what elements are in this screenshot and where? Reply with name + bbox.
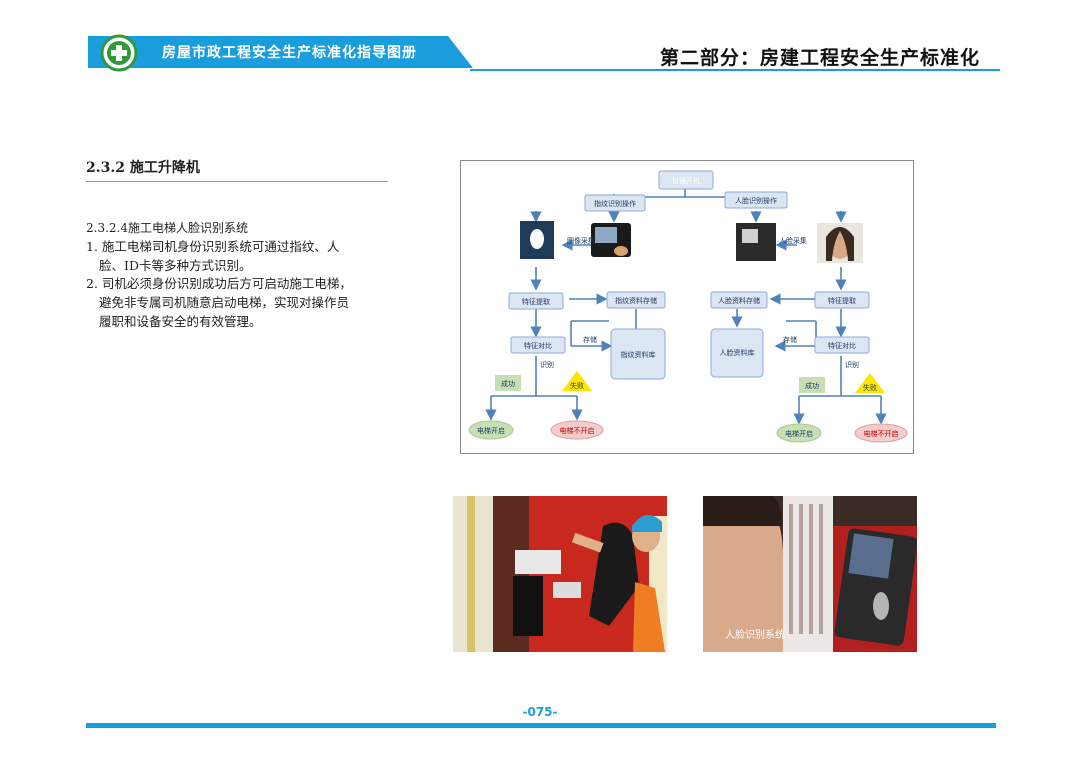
right-fail-label: 失败 — [863, 383, 877, 392]
fingerprint-reader-icon — [591, 223, 631, 257]
left-compare-label: 特征对比 — [524, 341, 552, 350]
right-not-open-label: 电梯不开启 — [864, 429, 899, 438]
left-identify-label: 识别 — [540, 360, 554, 369]
fingerprint-scanner-icon — [520, 221, 554, 259]
fingerprint-scan-photo — [453, 496, 667, 652]
green-cross-safety-icon — [100, 34, 138, 72]
section-divider — [86, 181, 388, 182]
right-capture-label: 人脸采集 — [779, 236, 807, 245]
right-op-label: 人脸识别操作 — [735, 196, 777, 205]
footer-rule — [86, 723, 996, 728]
right-store-box-label: 人脸资料存储 — [718, 296, 760, 305]
left-not-open-label: 电梯不开启 — [560, 426, 595, 435]
list-item-line: 脸、ID卡等多种方式识别。 — [99, 258, 252, 273]
header-rule — [470, 69, 1000, 71]
recognition-flow-diagram: 目镜开机 指纹识别操作 人脸识别操作 图像采集 人脸采集 特征提取 指纹资料存储… — [460, 160, 914, 454]
list-item-line: 2. 司机必须身份识别成功后方可启动施工电梯， — [86, 276, 352, 291]
right-open-label: 电梯开启 — [785, 429, 813, 438]
face-photo-icon — [817, 223, 863, 263]
list-item-line: 履职和设备安全的有效管理。 — [99, 314, 262, 329]
list-item: 2. 司机必须身份识别成功后方可启动施工电梯， 避免非专属司机随意启动电梯，实现… — [86, 274, 396, 331]
right-store-label: 存储 — [783, 335, 797, 344]
left-db-label: 指纹资料库 — [621, 350, 656, 359]
left-capture-label: 图像采集 — [567, 236, 595, 245]
right-compare-label: 特征对比 — [828, 341, 856, 350]
subsection-title: 2.3.2.4施工电梯人脸识别系统 — [86, 221, 248, 235]
list-item-line: 1. 施工电梯司机身份识别系统可通过指纹、人 — [86, 239, 340, 254]
left-op-label: 指纹识别操作 — [594, 199, 636, 208]
section-title: 2.3.2 施工升降机 — [86, 160, 200, 176]
left-store-box-label: 指纹资料存储 — [615, 296, 657, 305]
right-success-label: 成功 — [805, 381, 819, 390]
header-banner — [88, 36, 473, 68]
left-fail-label: 失败 — [570, 381, 584, 390]
left-open-label: 电梯开启 — [477, 426, 505, 435]
face-reader-icon — [736, 223, 776, 261]
root-label: 目镜开机 — [672, 176, 700, 185]
left-extract-label: 特征提取 — [522, 297, 550, 306]
face-recognition-photo: 人脸识别系统 — [703, 496, 917, 652]
page-number: -075- — [522, 705, 558, 719]
left-store-label: 存储 — [583, 335, 597, 344]
right-extract-label: 特征提取 — [828, 296, 856, 305]
photo-caption: 人脸识别系统 — [725, 628, 785, 641]
right-identify-label: 识别 — [845, 360, 859, 369]
part-title: 第二部分：房建工程安全生产标准化 — [660, 47, 981, 69]
list-item: 1. 施工电梯司机身份识别系统可通过指纹、人 脸、ID卡等多种方式识别。 — [86, 237, 396, 275]
left-success-label: 成功 — [501, 379, 515, 388]
list-item-line: 避免非专属司机随意启动电梯，实现对操作员 — [99, 295, 350, 310]
right-db-label: 人脸资料库 — [720, 348, 755, 357]
book-title: 房屋市政工程安全生产标准化指导图册 — [162, 45, 417, 61]
